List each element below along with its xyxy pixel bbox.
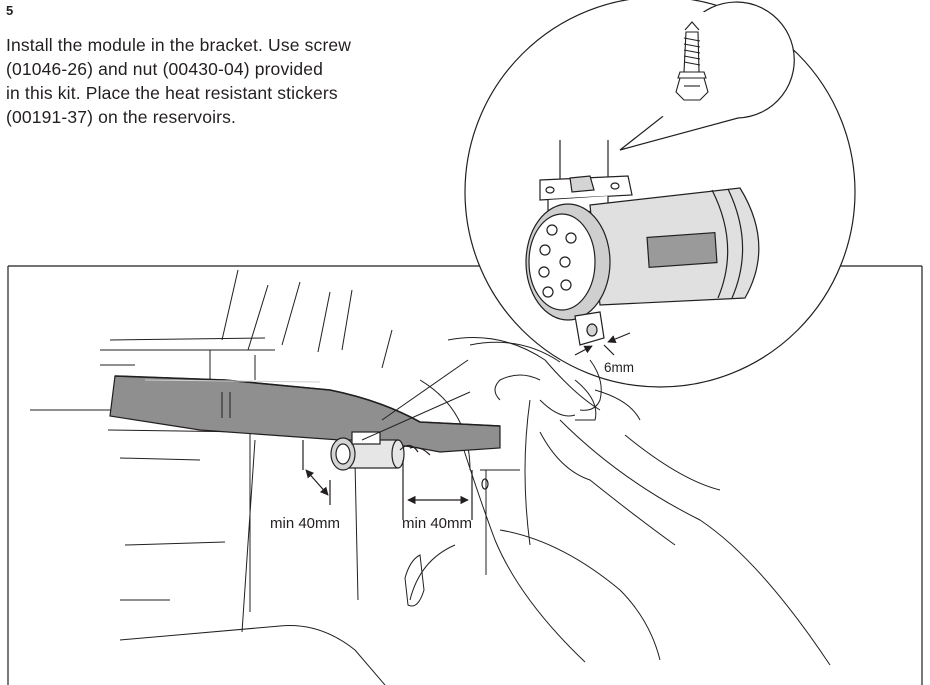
instruction-line: in this kit. Place the heat resistant st… xyxy=(6,83,338,103)
magnified-detail: 6mm xyxy=(464,0,856,411)
screw-icon xyxy=(675,21,709,101)
instruction-line: Install the module in the bracket. Use s… xyxy=(6,35,352,55)
clearance-right-marker xyxy=(402,460,489,520)
clearance-left-marker xyxy=(302,440,331,505)
frame-rail xyxy=(109,375,501,453)
step-number: 5 xyxy=(6,3,14,18)
step-instruction: Install the module in the bracket. Use s… xyxy=(6,33,476,129)
instruction-line: (00191-37) on the reservoirs. xyxy=(6,107,237,127)
clearance-label-right: min 40mm xyxy=(402,515,472,532)
six-mm-marker xyxy=(574,332,631,356)
clearance-label-left: min 40mm xyxy=(270,515,340,532)
module-cylinder xyxy=(525,187,760,346)
instruction-line: (01046-26) and nut (00430-04) provided xyxy=(6,59,324,79)
scene-frame xyxy=(7,265,923,685)
magnifier-connector xyxy=(361,359,471,441)
six-mm-label: 6mm xyxy=(604,360,634,375)
